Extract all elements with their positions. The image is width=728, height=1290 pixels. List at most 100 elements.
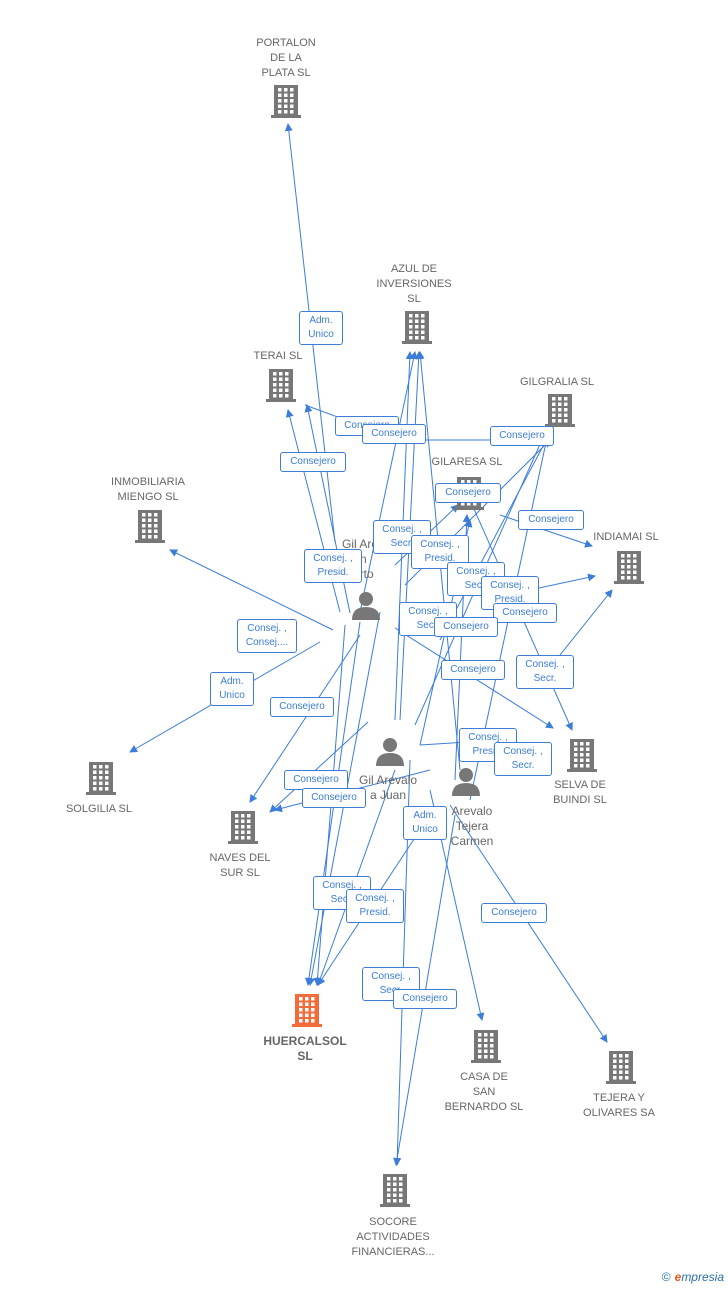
edge-line xyxy=(449,804,608,1043)
edge-label-line: Adm. xyxy=(220,676,244,687)
label-line: Carmen xyxy=(450,834,494,848)
node-icons xyxy=(86,85,644,1207)
label-line: Gil Arevalo xyxy=(358,773,418,787)
edge-label-line: Consej. , xyxy=(247,623,287,634)
edge-role-label[interactable]: Adm.Unico xyxy=(403,806,447,840)
naves-building-icon[interactable] xyxy=(228,811,258,844)
gilgralia-building-icon[interactable] xyxy=(545,394,575,427)
portalon-building-icon[interactable] xyxy=(271,85,301,118)
edge-label-line: Consej. , xyxy=(420,539,460,550)
p_carmen-person-icon[interactable] xyxy=(452,768,480,796)
edge-role-label[interactable]: Consej. , Secr. xyxy=(362,967,420,1001)
label-line: HUERCALSOL xyxy=(263,1034,347,1048)
casa-building-icon[interactable] xyxy=(471,1030,501,1063)
edge-role-label[interactable]: Consejero xyxy=(393,989,457,1009)
edge-label-line: Secr. xyxy=(379,985,403,996)
edge-role-label[interactable]: Consejero xyxy=(441,660,505,680)
label-line: SL xyxy=(297,1049,313,1063)
edge-label-line: Consejero xyxy=(499,430,545,441)
edge-label-line: Presid. xyxy=(472,746,504,757)
p_juan-person-icon[interactable] xyxy=(376,738,404,766)
edge-label-line: Secr. xyxy=(511,760,535,771)
selva-building-icon[interactable] xyxy=(567,739,597,772)
azul-building-icon[interactable] xyxy=(402,311,432,344)
edge-line xyxy=(439,432,551,641)
edge-label-line: Secr. xyxy=(390,538,414,549)
label-line: SOLGILIA SL xyxy=(65,803,133,815)
edge-label-line: Secr. xyxy=(330,894,354,905)
edge-role-label[interactable]: Consejero xyxy=(280,452,346,472)
edge-role-label[interactable]: Consej. ,Consej.... xyxy=(237,619,297,653)
solgilia-label[interactable]: SOLGILIA SL xyxy=(34,802,164,817)
terai-label[interactable]: TERAI SL xyxy=(213,349,343,364)
huercal-building-icon[interactable] xyxy=(292,994,322,1027)
edge-label-line: Consejero xyxy=(293,774,339,785)
p_alberto-person-icon[interactable] xyxy=(352,592,380,620)
edge-label-line: Consejero xyxy=(279,701,325,712)
edge-role-label[interactable]: Consejero xyxy=(435,483,501,503)
edge-role-label[interactable]: Consej. ,Secr. xyxy=(494,742,552,776)
socore-building-icon[interactable] xyxy=(380,1174,410,1207)
edge-role-label[interactable]: Consejero xyxy=(490,426,554,446)
label-line: SUR SL xyxy=(220,867,260,879)
label-line: TERAI SL xyxy=(253,350,303,362)
terai-building-icon[interactable] xyxy=(266,369,296,402)
edge-role-label[interactable]: Adm.Unico xyxy=(299,311,343,345)
edge-role-label[interactable]: Consejero xyxy=(284,770,348,790)
edge-role-label[interactable]: Consej. ,Presid. xyxy=(304,549,362,583)
inmobiliaria-building-icon[interactable] xyxy=(135,510,165,543)
edge-label-line: Consejero xyxy=(450,664,496,675)
edge-role-label[interactable]: Consejero xyxy=(362,424,426,444)
edge-label-line: Consej. , xyxy=(355,893,395,904)
edge-label-line: Consej. , xyxy=(313,553,353,564)
edge-role-label[interactable]: Consej. ,Presid. xyxy=(346,889,404,923)
copyright-symbol: © xyxy=(661,1270,671,1284)
edge-role-label[interactable]: Consejero xyxy=(302,788,366,808)
edge-label-line: Unico xyxy=(308,329,334,340)
edge-role-label[interactable]: Consejero xyxy=(493,603,557,623)
solgilia-building-icon[interactable] xyxy=(86,762,116,795)
edge-label-line: Consejero xyxy=(528,514,574,525)
label-line: SOCORE xyxy=(369,1216,417,1228)
edge-role-label[interactable]: Consej. ,Secr. xyxy=(516,655,574,689)
edge-role-label[interactable]: Adm. Unico xyxy=(210,672,254,706)
label-line: GILGRALIA SL xyxy=(520,376,594,388)
edge-role-label[interactable]: Consejero xyxy=(481,903,547,923)
edge-label-line: Consej. , xyxy=(322,880,362,891)
edge-role-label[interactable]: Consej. ,Secr. xyxy=(373,520,431,554)
label-line: Tejera xyxy=(455,819,489,833)
label-line: MIENGO SL xyxy=(117,491,179,503)
gilgralia-label[interactable]: GILGRALIA SL xyxy=(492,375,622,390)
edge-label-line: Unico xyxy=(219,690,245,701)
label-line: SL xyxy=(407,293,421,305)
edge-role-label[interactable]: Consejero xyxy=(518,510,584,530)
indiamai-label[interactable]: INDIAMAI SL xyxy=(561,530,691,545)
label-line: FINANCIERAS... xyxy=(351,1246,435,1258)
edge-label-line: Consejero xyxy=(491,907,537,918)
label-line: SELVA DE xyxy=(554,779,606,791)
edge-label-line: Consej. , xyxy=(468,732,508,743)
edge-role-label[interactable]: Consejero xyxy=(270,697,334,717)
edge-line xyxy=(499,514,593,548)
gilaresa-label[interactable]: GILARESA SL xyxy=(402,455,532,470)
edge-label-line: Secr. xyxy=(533,673,557,684)
edge-label-line: Consej. , xyxy=(371,971,411,982)
edge-label-line: Consej. , xyxy=(456,566,496,577)
edge-label-line: Consejero xyxy=(502,607,548,618)
tejera-building-icon[interactable] xyxy=(606,1051,636,1084)
indiamai-building-icon[interactable] xyxy=(614,551,644,584)
edge-role-label[interactable]: Consejero xyxy=(434,617,498,637)
edge-label-line: Secr. xyxy=(416,620,440,631)
edge-role-label[interactable]: Consej. ,Presid. xyxy=(411,535,469,569)
